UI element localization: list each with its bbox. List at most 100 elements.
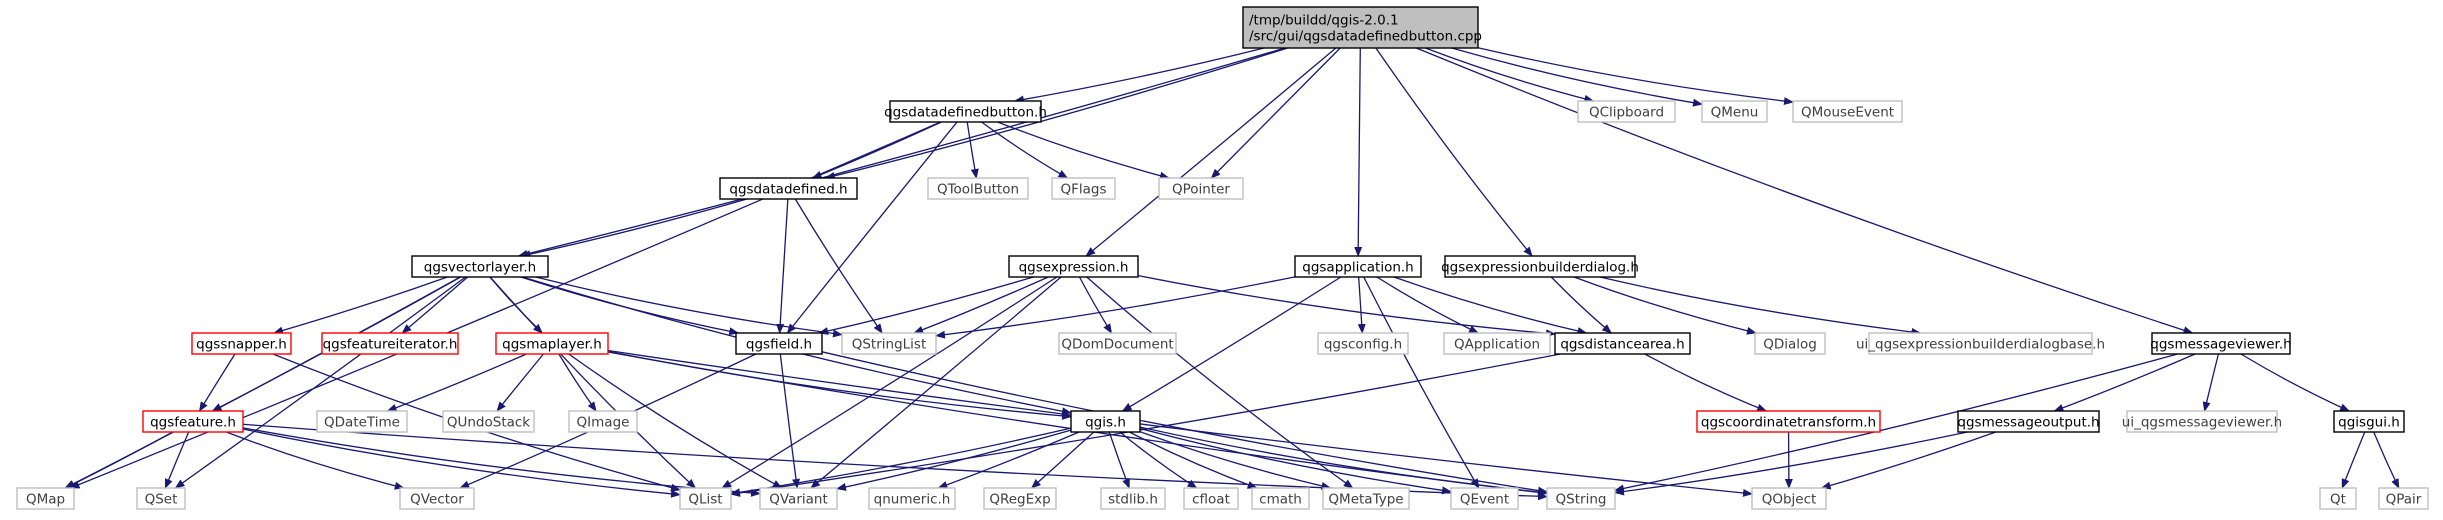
edge-qgis-h-to-qlist xyxy=(730,427,1072,497)
node-box xyxy=(16,487,75,510)
node-qgsfeature-h[interactable]: qgsfeature.h xyxy=(142,410,244,433)
edge-qgsmessageviewer-h-to-ui-qgsmessageviewer-h xyxy=(2202,353,2220,412)
edge-qgsfeature-h-to-qlist xyxy=(242,428,681,498)
edge-qgsexpressionbuilderdialog-h-to-qdialog xyxy=(1573,276,1757,335)
node-label: qgscoordinatetransform.h xyxy=(1701,415,1876,431)
node-root[interactable]: /tmp/buildd/qgis-2.0.1/src/gui/qgsdatade… xyxy=(1242,6,1482,49)
node-label: qgsapplication.h xyxy=(1302,260,1414,276)
node-label: qgssnapper.h xyxy=(196,337,287,353)
node-label: QString xyxy=(1556,492,1607,508)
node-label: qgsfield.h xyxy=(746,337,812,353)
node-qgscoordinatetransform-h[interactable]: qgscoordinatetransform.h xyxy=(1696,410,1881,433)
node-label: QApplication xyxy=(1454,337,1540,353)
node-qnumeric-h: qnumeric.h xyxy=(868,487,956,510)
node-box xyxy=(679,487,732,510)
edge-qgis-h-to-cmath xyxy=(1129,431,1258,489)
node-label: QSet xyxy=(145,492,178,508)
node-qgssnapper-h[interactable]: qgssnapper.h xyxy=(191,332,292,355)
node-qmap: QMap xyxy=(16,487,75,510)
edge-qgsfield-h-to-qstring xyxy=(821,351,1548,495)
node-qgsvectorlayer-h[interactable]: qgsvectorlayer.h xyxy=(411,255,549,278)
edge-root-to-qmouseevent xyxy=(1477,47,1794,106)
node-box xyxy=(927,177,1029,200)
edge-qgis-h-to-qmetatype xyxy=(1139,431,1332,490)
node-qflags: QFlags xyxy=(1051,177,1116,200)
node-label: QPair xyxy=(2386,492,2422,508)
node-label: qgsdatadefined.h xyxy=(729,182,847,198)
edge-qgsfield-h-to-qvariant xyxy=(779,353,800,489)
node-box xyxy=(1443,332,1551,355)
edge-qgsdatadefinedbutton-h-to-qgsfield-h xyxy=(786,121,958,334)
node-qgsexpression-h[interactable]: qgsexpression.h xyxy=(1008,255,1139,278)
edge-qgsapplication-h-to-qapplication xyxy=(1376,276,1479,334)
edge-qgsexpression-h-to-qvariant xyxy=(810,276,1062,489)
edge-qgsmessageviewer-h-to-qgisgui-h xyxy=(2240,353,2350,412)
node-box xyxy=(1546,487,1616,510)
node-label: qnumeric.h xyxy=(874,492,951,508)
node-ui-qgsexpressionbuilderdialogbase-h: ui_qgsexpressionbuilderdialogbase.h xyxy=(1856,332,2105,355)
edge-qgsdatadefined-h-to-qgsvectorlayer-h xyxy=(520,198,748,259)
node-qgsfeatureiterator-h[interactable]: qgsfeatureiterator.h xyxy=(321,332,459,355)
edge-qgsvectorlayer-h-to-qgsfield-h xyxy=(520,276,740,336)
edge-qgsdistancearea-h-to-qgscoordinatetransform-h xyxy=(1644,353,1768,412)
node-qdomdocument: QDomDocument xyxy=(1058,332,1177,355)
edge-qgis-h-to-qstring xyxy=(1139,426,1548,496)
node-qgsfield-h[interactable]: qgsfield.h xyxy=(735,332,823,355)
node-label: QMap xyxy=(26,492,65,508)
dependency-edges xyxy=(64,47,2400,501)
node-label: qgsmessageviewer.h xyxy=(2150,337,2291,353)
node-box xyxy=(759,487,838,510)
node-box xyxy=(1792,100,1903,123)
node-qgis-h[interactable]: qgis.h xyxy=(1070,410,1141,433)
node-box xyxy=(495,332,609,355)
edge-qgsvectorlayer-h-to-qmap xyxy=(64,276,461,489)
node-box xyxy=(1008,255,1139,278)
node-label: QPointer xyxy=(1172,182,1230,198)
node-qstring: QString xyxy=(1546,487,1616,510)
node-label: stdlib.h xyxy=(1108,492,1158,508)
node-qgsmaplayer-h[interactable]: qgsmaplayer.h xyxy=(495,332,609,355)
node-box xyxy=(1696,410,1881,433)
node-box xyxy=(568,410,638,433)
edge-qgsfeature-h-to-qstring xyxy=(242,423,1548,501)
node-qstringlist: QStringList xyxy=(841,332,937,355)
edge-root-to-qgsmessageviewer-h xyxy=(1416,47,2194,335)
edge-qgis-h-to-qnumeric-h xyxy=(937,431,1080,489)
node-box xyxy=(1577,100,1676,123)
node-box xyxy=(1100,487,1166,510)
node-qpointer: QPointer xyxy=(1158,177,1244,200)
graph-nodes: /tmp/buildd/qgis-2.0.1/src/gui/qgsdatade… xyxy=(16,6,2429,510)
node-box xyxy=(1868,332,2093,355)
edge-qgsdatadefinedbutton-h-to-qtoolbutton xyxy=(966,121,979,179)
node-qgisgui-h[interactable]: qgisgui.h xyxy=(2333,410,2405,433)
edge-qgis-h-to-cfloat xyxy=(1119,431,1198,489)
node-qmouseevent: QMouseEvent xyxy=(1792,100,1903,123)
edge-qgsmessageviewer-h-to-qstring xyxy=(1614,353,2178,493)
node-label: qgsfeatureiterator.h xyxy=(323,337,458,353)
node-qgsdistancearea-h[interactable]: qgsdistancearea.h xyxy=(1554,332,1691,355)
node-qevent: QEvent xyxy=(1450,487,1519,510)
node-cfloat: cfloat xyxy=(1183,487,1239,510)
node-box xyxy=(983,487,1057,510)
node-box xyxy=(1251,487,1310,510)
node-qgsdatadefinedbutton-h[interactable]: qgsdatadefinedbutton.h xyxy=(884,100,1047,123)
edge-qgsapplication-h-to-qgsdistancearea-h xyxy=(1393,276,1588,335)
node-label: cfloat xyxy=(1192,492,1230,508)
node-label: QDateTime xyxy=(324,415,400,431)
node-label: QFlags xyxy=(1060,182,1106,198)
node-qt: Qt xyxy=(2319,487,2357,510)
node-qgsmessageoutput-h[interactable]: qgsmessageoutput.h xyxy=(1957,410,2100,433)
node-qgsapplication-h[interactable]: qgsapplication.h xyxy=(1294,255,1422,278)
node-label: ui_qgsexpressionbuilderdialogbase.h xyxy=(1856,337,2105,353)
node-qgsexpressionbuilderdialog-h[interactable]: qgsexpressionbuilderdialog.h xyxy=(1441,255,1639,278)
edge-qgsapplication-h-to-qgsconfig-h xyxy=(1357,276,1366,334)
edge-qgsexpression-h-to-qdomdocument xyxy=(1078,276,1113,334)
edge-qgis-h-to-qregexp xyxy=(1030,431,1095,489)
edge-root-to-qpointer xyxy=(1210,47,1341,179)
node-qgsdatadefined-h[interactable]: qgsdatadefined.h xyxy=(719,177,858,200)
node-box xyxy=(1751,487,1827,510)
node-label: QClipboard xyxy=(1589,105,1664,121)
node-label: qgsmaplayer.h xyxy=(502,337,602,353)
node-qgsmessageviewer-h[interactable]: qgsmessageviewer.h xyxy=(2150,332,2292,355)
node-label: QEvent xyxy=(1460,492,1509,508)
